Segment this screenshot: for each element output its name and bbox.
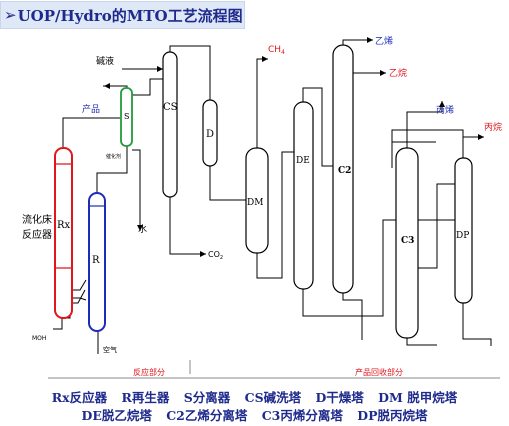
label-air: 空气 [103,345,117,354]
label-propane: 丙烷 [484,121,502,133]
legend-item-dp: DP脱丙烷塔 [357,408,428,423]
pipe-rx-r-transfer-1 [72,279,87,291]
legend-item-c2: C2乙烯分离塔 [166,408,248,423]
arrow-bullet-icon: ➢ [4,6,17,24]
reactor-rx [54,147,73,319]
regenerator-r [88,192,106,332]
separator-s [120,87,133,147]
vessel-label-rx: Rx [57,220,71,231]
tower-cs [162,51,178,198]
tower-de [293,101,314,290]
pipe-water [132,149,141,230]
tower-d [202,99,218,167]
label-meoh: MOH [32,335,46,342]
pipe-propylene [406,102,443,148]
vessels [54,44,473,339]
tower-dp [454,157,473,304]
vessel-label-c3: C3 [401,236,414,246]
label-ethylene: 乙烯 [375,35,393,47]
pipe-rx-r-transfer-2 [72,297,87,301]
pipe-dm-to-de [256,151,294,279]
pipe-c3-to-dp [407,183,455,269]
vessel-label-r: R [92,255,100,266]
legend-item-cs: CS碱洗塔 [244,390,302,405]
section-label-recovery: 产品回收部分 [355,367,403,377]
page-title: UOP/Hydro的MTO工艺流程图 [17,6,243,25]
legend-row-2: DE脱乙烷塔 C2乙烯分离塔 C3丙烯分离塔 DP脱丙烷塔 [0,405,509,424]
pipe-c3-bottom [406,337,437,346]
pipe-co2 [169,197,205,255]
label-co2: CO2 [208,250,223,261]
pipe-de-to-c2 [302,87,333,167]
tower-dm [245,147,269,254]
legend-item-c3: C3丙烯分离塔 [261,408,343,423]
legend-item-s: S分离器 [183,390,231,405]
legend-item-r: R再生器 [121,390,170,405]
label-spent-catalyst: 催化剂 [106,153,121,160]
legend-item-dm: DM 脱甲烷塔 [378,390,458,405]
pipe-propane [462,136,483,158]
pipe-cs-to-d [169,45,211,100]
pipe-c3-side [391,141,436,168]
vessel-label-c2: C2 [338,166,351,176]
tower-c3 [395,147,419,339]
pipe-s-to-cs [132,78,164,96]
pipe-ch4 [256,58,267,149]
title-banner: ➢ UOP/Hydro的MTO工艺流程图 [0,1,245,29]
pipe-de-to-dp [302,219,455,317]
pipe-c2-bottom [342,292,363,340]
label-ch4: CH4 [268,45,285,56]
vessel-label-cs: CS [163,102,178,113]
tower-c2 [332,44,354,294]
label-product: 产品 [82,103,100,115]
label-water: 水 [138,223,147,235]
legend-row-1: Rx反应器 R再生器 S分离器 CS碱洗塔 D干燥塔 DM 脱甲烷塔 [0,387,509,406]
vessel-label-d: D [206,129,214,140]
pipe-d-to-dm [209,166,248,201]
label-ethane: 乙烷 [389,67,407,79]
label-feed-line2: 反应器 [22,228,52,241]
label-feed-line1: 流化床 [22,213,52,226]
pipes [53,39,492,374]
pipe-dp-bottom [462,303,492,346]
pipe-s-to-r [96,142,128,193]
pipe-r-to-rx [72,289,86,304]
vessel-label-dp: DP [456,231,469,241]
legend-item-de: DE脱乙烷塔 [81,408,152,423]
vessel-label-dm: DM [247,198,263,208]
vessel-label-de: DE [296,156,310,166]
legend-item-rx: Rx反应器 [51,390,108,405]
vessel-label-s: S [124,112,129,121]
legend-item-d: D干燥塔 [315,390,364,405]
section-label-reaction: 反应部分 [133,367,165,377]
pipe-rx-to-s [62,117,120,148]
label-propylene: 丙烯 [436,104,454,116]
label-caustic: 碱液 [96,55,114,67]
